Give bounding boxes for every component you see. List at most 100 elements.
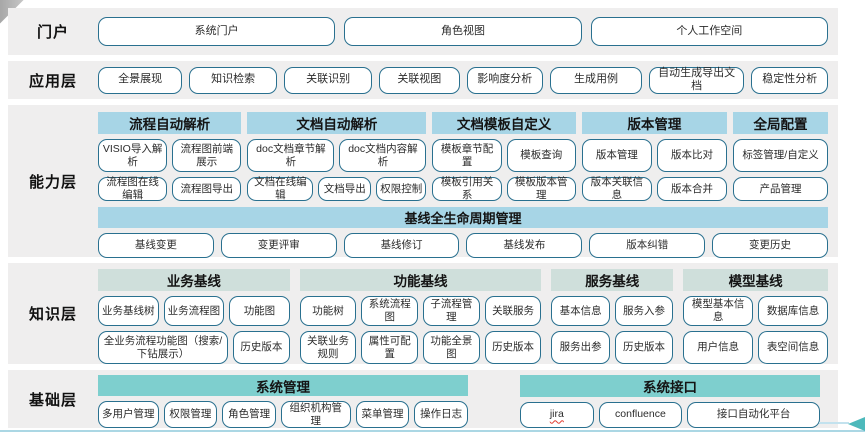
fnd-box-menu-mgmt: 菜单管理 <box>355 401 410 428</box>
knw-group-service-baseline: 服务基线 基本信息 服务入参 服务出参 历史版本 <box>551 269 674 364</box>
app-box-stability-analysis: 稳定性分析 <box>751 66 829 94</box>
knw-box-related-services: 关联服务 <box>484 296 542 326</box>
knw-box-full-business-function-map: 全业务流程功能图（搜索/下钻展示） <box>98 331 228 364</box>
cap-group-header: 流程自动解析 <box>98 112 242 134</box>
fnd-box-operation-log: 操作日志 <box>414 401 468 428</box>
layer-label-portal: 门户 <box>36 24 69 41</box>
fnd-group-system-mgmt: 系统管理 多用户管理 权限管理 角色管理 组织机构管理 菜单管理 操作日志 <box>98 375 468 428</box>
cap-box-flowchart-online-edit: 流程图在线编辑 <box>98 176 168 201</box>
baseline-box-release: 基线发布 <box>466 233 583 258</box>
fnd-box-permission-mgmt: 权限管理 <box>163 401 218 428</box>
knw-group-header: 业务基线 <box>98 269 290 291</box>
cap-box-flowchart-frontend: 流程图前端展示 <box>172 139 242 172</box>
cap-box-visio-import: VISIO导入解析 <box>98 139 168 172</box>
fnd-box-role-mgmt: 角色管理 <box>222 401 276 428</box>
fnd-group-system-interface: 系统接口 jira confluence 接口自动化平台 <box>520 375 820 428</box>
knw-box-tablespace-info: 表空间信息 <box>758 331 829 364</box>
knw-box-configurable-attributes: 属性可配置 <box>361 331 419 364</box>
knw-group-function-baseline: 功能基线 功能树 系统流程图 子流程管理 关联服务 关联业务规则 属性可配置 功… <box>299 269 542 364</box>
app-box-relation-identify: 关联识别 <box>284 66 373 94</box>
cap-group-global-config: 全局配置 标签管理/自定义 产品管理 <box>733 112 828 201</box>
layer-band-portal: 门户 系统门户 角色视图 个人工作空间 <box>8 8 838 55</box>
cap-box-doc-online-edit: 文档在线编辑 <box>247 176 314 201</box>
bottom-accent-line <box>0 430 865 432</box>
knw-box-function-tree: 功能树 <box>299 296 357 326</box>
cap-box-permission-control: 权限控制 <box>376 177 427 201</box>
layer-band-application: 应用层 全景展现 知识检索 关联识别 关联视图 影响度分析 生成用例 自动生成导… <box>8 61 838 99</box>
baseline-box-change-review: 变更评审 <box>220 233 337 258</box>
knw-group-business-baseline: 业务基线 业务基线树 业务流程图 功能图 全业务流程功能图（搜索/下钻展示） 历… <box>98 269 290 364</box>
left-arrow-icon <box>848 417 865 431</box>
knw-box-related-business-rules: 关联业务规则 <box>299 331 357 364</box>
layer-band-capability: 能力层 流程自动解析 VISIO导入解析 流程图前端展示 流程图在线编辑 流程图… <box>8 105 838 258</box>
knw-box-basic-info: 基本信息 <box>551 296 610 326</box>
app-box-relation-view: 关联视图 <box>379 66 460 94</box>
knw-box-user-info: 用户信息 <box>683 331 754 364</box>
layer-label-knowledge: 知识层 <box>28 306 77 323</box>
knw-box-history-version: 历史版本 <box>614 331 674 364</box>
cap-box-doc-chapter-parse: doc文档章节解析 <box>247 139 335 172</box>
app-box-generate-usecase: 生成用例 <box>550 66 642 94</box>
cap-group-header: 文档自动解析 <box>247 112 427 134</box>
knw-group-header: 服务基线 <box>551 269 674 291</box>
layer-band-foundation: 基础层 系统管理 多用户管理 权限管理 角色管理 组织机构管理 菜单管理 操作日… <box>8 370 838 428</box>
baseline-box-version-correction: 版本纠错 <box>589 233 706 258</box>
fnd-group-header: 系统接口 <box>520 375 820 397</box>
cap-group-header: 文档模板自定义 <box>432 112 576 134</box>
layer-label-foundation: 基础层 <box>28 391 77 409</box>
cap-box-flowchart-export: 流程图导出 <box>172 177 242 201</box>
layer-label-application: 应用层 <box>28 72 77 90</box>
knw-box-function-diagram: 功能图 <box>229 296 290 326</box>
app-box-panorama: 全景展现 <box>98 66 183 94</box>
cap-box-template-query: 模板查询 <box>506 139 576 172</box>
portal-boxes: 系统门户 角色视图 个人工作空间 <box>98 8 838 55</box>
jira-label: jira <box>549 408 564 421</box>
knowledge-content: 业务基线 业务基线树 业务流程图 功能图 全业务流程功能图（搜索/下钻展示） 历… <box>98 263 838 364</box>
cap-box-doc-content-parse: doc文档内容解析 <box>339 139 427 172</box>
cap-box-template-chapter-config: 模板章节配置 <box>432 139 502 172</box>
knw-group-header: 模型基线 <box>683 269 828 291</box>
foundation-content: 系统管理 多用户管理 权限管理 角色管理 组织机构管理 菜单管理 操作日志 系统… <box>98 370 838 428</box>
knw-box-system-flowchart: 系统流程图 <box>361 296 419 326</box>
fnd-box-interface-automation-platform: 接口自动化平台 <box>687 401 820 428</box>
layer-label-capability: 能力层 <box>28 173 77 191</box>
knw-group-model-baseline: 模型基线 模型基本信息 数据库信息 用户信息 表空间信息 <box>683 269 829 364</box>
cap-box-template-version-mgmt: 模板版本管理 <box>506 176 576 201</box>
cap-box-product-mgmt: 产品管理 <box>733 177 828 201</box>
knw-box-subprocess-mgmt: 子流程管理 <box>423 296 480 326</box>
fnd-box-multiuser-mgmt: 多用户管理 <box>98 401 159 428</box>
knw-box-history-version: 历史版本 <box>484 331 542 364</box>
fnd-box-organization-mgmt: 组织机构管理 <box>280 401 351 428</box>
cap-group-doc-parse: 文档自动解析 doc文档章节解析 doc文档内容解析 文档在线编辑 文档导出 权… <box>247 112 427 201</box>
app-box-auto-export-doc: 自动生成导出文档 <box>648 66 745 94</box>
cap-group-version-mgmt: 版本管理 版本管理 版本比对 版本关联信息 版本合并 <box>581 112 728 201</box>
cap-group-header: 全局配置 <box>733 112 828 134</box>
knw-box-database-info: 数据库信息 <box>758 296 829 326</box>
portal-box-personal-workspace: 个人工作空间 <box>590 17 828 46</box>
baseline-box-change-history: 变更历史 <box>712 233 828 258</box>
baseline-box-change: 基线变更 <box>98 233 214 258</box>
application-boxes: 全景展现 知识检索 关联识别 关联视图 影响度分析 生成用例 自动生成导出文档 … <box>98 61 838 99</box>
fnd-group-header: 系统管理 <box>98 375 468 396</box>
cap-group-header: 版本管理 <box>581 112 728 134</box>
knw-box-history-version: 历史版本 <box>232 331 290 364</box>
cap-box-tag-mgmt-custom: 标签管理/自定义 <box>733 139 828 172</box>
layer-band-knowledge: 知识层 业务基线 业务基线树 业务流程图 功能图 全业务流程功能图（搜索/下钻展… <box>8 263 838 364</box>
cap-box-template-ref-relation: 模板引用关系 <box>432 176 502 201</box>
cap-box-version-merge: 版本合并 <box>656 177 728 201</box>
cap-box-version-relation-info: 版本关联信息 <box>581 176 652 201</box>
capability-content: 流程自动解析 VISIO导入解析 流程图前端展示 流程图在线编辑 流程图导出 文… <box>98 105 838 258</box>
knw-box-business-baseline-tree: 业务基线树 <box>98 296 159 326</box>
portal-box-role-view: 角色视图 <box>344 17 582 46</box>
pointer-line <box>819 422 849 424</box>
app-box-knowledge-search: 知识检索 <box>189 66 278 94</box>
knw-box-function-panorama: 功能全景图 <box>423 331 480 364</box>
knw-box-business-flowchart: 业务流程图 <box>163 296 225 326</box>
baseline-lifecycle-header: 基线全生命周期管理 <box>98 207 828 228</box>
fnd-box-confluence: confluence <box>598 401 683 428</box>
cap-group-process-parse: 流程自动解析 VISIO导入解析 流程图前端展示 流程图在线编辑 流程图导出 <box>98 112 242 201</box>
cap-box-version-mgmt: 版本管理 <box>581 139 652 172</box>
knw-box-model-basic-info: 模型基本信息 <box>683 296 754 326</box>
knw-group-header: 功能基线 <box>299 269 542 291</box>
